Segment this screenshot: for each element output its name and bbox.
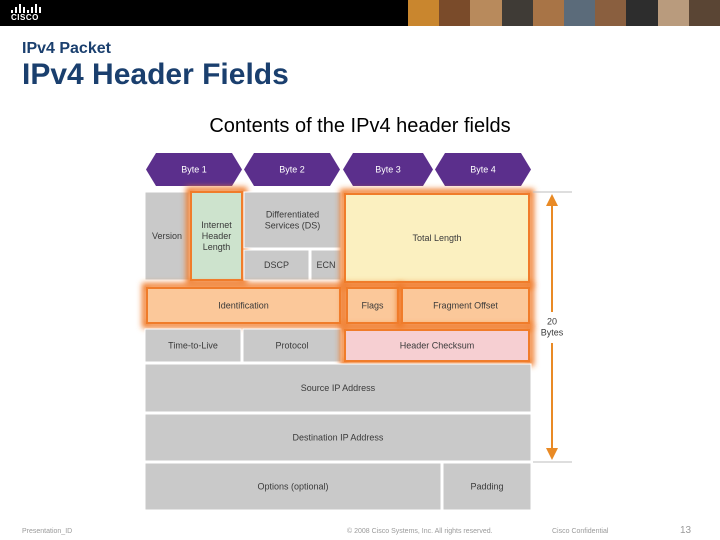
field-version — [144, 191, 190, 281]
page-number: 13 — [680, 525, 692, 536]
field-source-ip-label: Source IP Address — [301, 383, 376, 393]
field-destination-ip — [144, 413, 532, 462]
field-dscp-label: DSCP — [264, 260, 289, 270]
page-title: IPv4 Header Fields — [22, 58, 289, 91]
field-fragment-offset-label: Fragment Offset — [433, 301, 498, 311]
field-ttl-label: Time-to-Live — [168, 341, 218, 351]
field-options — [144, 462, 442, 511]
field-ds-label-line-1: Differentiated — [266, 210, 319, 220]
field-source-ip — [144, 363, 532, 413]
field-padding-label: Padding — [470, 482, 503, 492]
field-flags-label: Flags — [361, 301, 384, 311]
cisco-bridge-icon — [10, 4, 44, 13]
byte-arrow-4 — [435, 153, 531, 186]
size-label-line-2: Bytes — [541, 328, 564, 338]
field-ecn-label: ECN — [316, 260, 335, 270]
field-header-checksum-label: Header Checksum — [400, 341, 475, 351]
field-protocol — [242, 328, 342, 363]
top-banner: CISCO — [0, 0, 720, 26]
footer-presentation-id: Presentation_ID — [22, 528, 73, 535]
section-subtitle: IPv4 Packet — [22, 40, 111, 57]
field-destination-ip-label: Destination IP Address — [293, 433, 384, 443]
logo-wordmark: CISCO — [11, 13, 39, 22]
byte-arrow-3 — [343, 153, 433, 186]
size-arrow-head-up — [546, 194, 558, 206]
field-fragment-offset — [401, 287, 530, 324]
field-header-checksum — [344, 329, 530, 362]
field-identification-label: Identification — [218, 301, 269, 311]
field-padding — [442, 462, 532, 511]
diagram-caption: Contents of the IPv4 header fields — [209, 115, 511, 137]
field-ds — [243, 191, 342, 249]
field-identification — [146, 287, 341, 324]
footer-copyright: © 2008 Cisco Systems, Inc. All rights re… — [347, 528, 493, 535]
field-version-label: Version — [152, 231, 182, 241]
byte-label-3: Byte 3 — [375, 165, 401, 175]
byte-label-4: Byte 4 — [470, 165, 496, 175]
field-ds-label-line-2: Services (DS) — [265, 221, 321, 231]
cisco-logo: CISCO — [10, 4, 44, 22]
footer-confidential: Cisco Confidential — [552, 528, 609, 535]
field-header-checksum-glow — [340, 325, 534, 366]
size-label-line-1: 20 — [547, 317, 557, 327]
field-total-length-label: Total Length — [412, 233, 461, 243]
field-dscp — [243, 249, 310, 281]
field-protocol-label: Protocol — [275, 341, 308, 351]
field-options-label: Options (optional) — [257, 482, 328, 492]
field-ihl-label-line-2: Header — [202, 231, 232, 241]
banner-photo-strip — [408, 0, 720, 26]
byte-label-1: Byte 1 — [181, 165, 207, 175]
byte-arrow-1 — [146, 153, 242, 186]
byte-label-2: Byte 2 — [279, 165, 305, 175]
field-ihl — [190, 191, 243, 281]
field-ihl-label-line-1: Internet — [201, 220, 232, 230]
field-total-length — [344, 193, 530, 283]
size-arrow-head-down — [546, 448, 558, 460]
byte-arrow-2 — [244, 153, 340, 186]
field-ihl-label-line-3: Length — [203, 242, 231, 252]
field-ttl — [144, 328, 242, 363]
